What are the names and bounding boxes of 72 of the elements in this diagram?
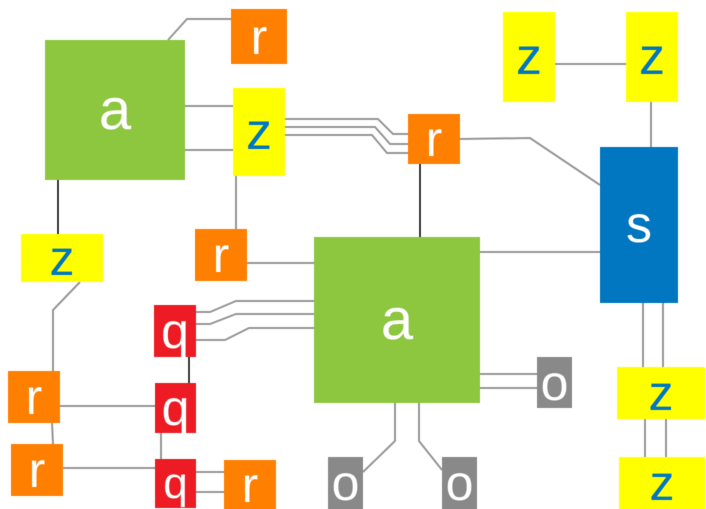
node-label: q [161, 306, 189, 356]
node-label: z [639, 31, 665, 83]
node-label: r [28, 445, 46, 495]
connector-line [196, 327, 314, 341]
connector-line [167, 18, 231, 41]
letter-box [626, 12, 678, 102]
node-label: q [163, 462, 188, 506]
node-label: o [446, 458, 474, 508]
connector-line [362, 403, 396, 473]
letter-box [155, 383, 196, 433]
connector-line [644, 419, 646, 457]
connector-line [665, 419, 667, 457]
letter-box [195, 229, 247, 281]
connector-line [480, 387, 537, 389]
letter-box [408, 114, 460, 164]
connector-line [419, 164, 421, 237]
connector-line [51, 422, 54, 444]
node-label: z [516, 31, 542, 83]
connector-line [662, 303, 664, 367]
connector-line [60, 405, 155, 407]
letter-box [154, 305, 196, 357]
connector-line [196, 300, 314, 313]
node-label: r [26, 372, 42, 422]
letter-box [233, 88, 285, 176]
connector-line [188, 357, 190, 383]
connector-line [285, 134, 408, 154]
node-label: o [332, 458, 360, 508]
connector-line [57, 180, 59, 234]
connector-line [460, 137, 601, 186]
letter-box [503, 12, 555, 102]
node-label: r [250, 12, 268, 62]
connector-line [160, 433, 162, 459]
connector-line [650, 102, 652, 147]
node-label: z [650, 458, 674, 508]
node-label: z [648, 368, 674, 418]
connector-line [555, 63, 626, 65]
connector-line [285, 126, 408, 145]
letter-box [8, 371, 60, 423]
node-label: r [242, 460, 258, 509]
node-label: z [50, 233, 74, 283]
connector-line [185, 105, 233, 107]
connector-line [480, 373, 537, 375]
letter-box [155, 459, 196, 508]
connector-line [196, 313, 314, 325]
connector-line [196, 471, 224, 473]
letter-box [600, 147, 678, 303]
letter-box [224, 460, 276, 509]
letter-box [21, 234, 103, 282]
connector-line [642, 303, 644, 367]
connector-line [63, 467, 155, 469]
node-label: r [426, 114, 442, 164]
letter-box [617, 367, 705, 419]
node-label: r [212, 230, 230, 280]
connector-line [285, 118, 408, 135]
letter-box [314, 237, 480, 403]
connector-line [235, 176, 237, 229]
connector-line [247, 262, 314, 264]
node-label: z [246, 106, 272, 158]
connector-line [52, 281, 81, 371]
node-label: a [98, 81, 132, 139]
connector-line [196, 491, 224, 493]
node-label: q [162, 383, 190, 433]
connector-line [480, 251, 600, 253]
node-label: s [626, 199, 652, 251]
letter-box [11, 444, 63, 496]
letter-box [45, 40, 185, 180]
letter-box [231, 9, 287, 64]
connector-line [418, 403, 443, 471]
node-label: o [540, 358, 568, 408]
connector-line [185, 149, 233, 151]
letter-box [619, 457, 705, 509]
node-label: a [380, 291, 414, 349]
